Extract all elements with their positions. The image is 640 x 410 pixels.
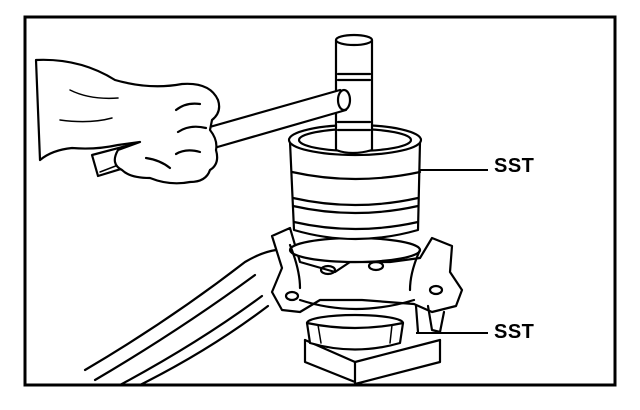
sst-callout-label-upper: SST <box>494 155 535 177</box>
figure-frame <box>23 15 617 387</box>
installer-rod <box>334 33 374 155</box>
bench-block <box>303 338 442 386</box>
steering-knuckle <box>83 226 464 387</box>
lower-support-sst <box>305 313 405 351</box>
hand <box>34 58 221 185</box>
sst-callout-label-lower: SST <box>494 321 535 343</box>
